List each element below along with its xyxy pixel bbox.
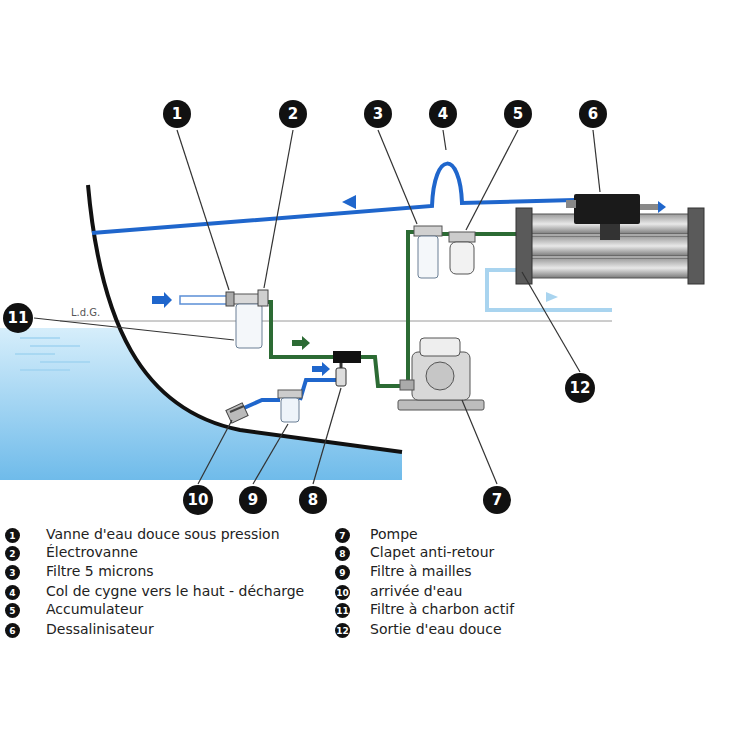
waterline bbox=[60, 321, 612, 322]
flow-arrow bbox=[546, 292, 558, 302]
callout-text: 9 bbox=[248, 491, 258, 509]
callout-text: 4 bbox=[438, 105, 448, 123]
callout-number: 3 bbox=[364, 100, 392, 128]
micron-filter bbox=[414, 226, 442, 278]
feed-pipe bbox=[266, 302, 335, 357]
hull bbox=[88, 185, 402, 452]
legend-bullet: 3 bbox=[5, 565, 20, 580]
legend-bullet: 9 bbox=[335, 565, 350, 580]
flow-arrow bbox=[292, 336, 310, 350]
legend-bullet: 1 bbox=[5, 528, 20, 543]
flow-arrow bbox=[312, 362, 330, 376]
flow-arrow bbox=[152, 292, 172, 308]
callout-text: 8 bbox=[308, 491, 318, 509]
accumulator bbox=[449, 232, 475, 274]
intake-pipe bbox=[244, 400, 280, 408]
callout-text: 5 bbox=[513, 105, 523, 123]
legend-bullet: 8 bbox=[335, 546, 350, 561]
legend-number: 8 bbox=[339, 549, 345, 559]
callout-number: 5 bbox=[504, 100, 532, 128]
legend-number: 7 bbox=[339, 531, 345, 541]
legend-text: Filtre 5 microns bbox=[46, 563, 154, 579]
callout-text: 7 bbox=[492, 491, 502, 509]
callout-number: 11 bbox=[3, 303, 34, 334]
callout-number: 8 bbox=[299, 486, 327, 514]
intake-pipe bbox=[300, 380, 336, 400]
legend-text: Sortie d'eau douce bbox=[370, 621, 502, 637]
callout-number: 1 bbox=[163, 100, 191, 128]
legend-bullet: 2 bbox=[5, 546, 20, 561]
callout-number: 9 bbox=[239, 486, 267, 514]
legend-text: arrivée d'eau bbox=[370, 583, 463, 599]
legend-text: Électrovanne bbox=[46, 544, 138, 560]
legend-number: 5 bbox=[9, 606, 15, 616]
legend-bullet: 12 bbox=[335, 623, 350, 638]
legend-bullet: 6 bbox=[5, 623, 20, 638]
flow-arrow bbox=[342, 195, 356, 209]
callout-number: 10 bbox=[183, 485, 214, 516]
legend-bullet: 10 bbox=[335, 585, 350, 600]
callout-text: 12 bbox=[570, 379, 591, 397]
callout-text: 2 bbox=[288, 105, 298, 123]
callout-text: 11 bbox=[8, 309, 29, 327]
legend-bullet: 5 bbox=[5, 603, 20, 618]
mesh-filter bbox=[278, 390, 302, 422]
callout-text: 10 bbox=[188, 491, 209, 509]
callout-number: 12 bbox=[565, 373, 596, 404]
legend-text: Vanne d'eau douce sous pression bbox=[46, 526, 280, 542]
legend-text: Accumulateur bbox=[46, 601, 143, 617]
seacock bbox=[226, 403, 248, 423]
legend-number: 2 bbox=[9, 549, 15, 559]
legend-text: Pompe bbox=[370, 526, 418, 542]
water-ripples bbox=[15, 338, 90, 370]
feed-pipe bbox=[360, 357, 402, 386]
callout-text: 6 bbox=[588, 105, 598, 123]
legend-text: Dessalinisateur bbox=[46, 621, 154, 637]
waterline-label: L.d.G. bbox=[70, 307, 101, 318]
legend-bullet: 4 bbox=[5, 585, 20, 600]
desalinator bbox=[516, 194, 704, 284]
legend-text: Clapet anti-retour bbox=[370, 544, 494, 560]
fresh-water-inlet bbox=[180, 296, 232, 304]
legend-number: 3 bbox=[9, 568, 15, 578]
pump bbox=[398, 338, 484, 410]
callout-number: 2 bbox=[279, 100, 307, 128]
legend-number: 4 bbox=[9, 588, 15, 598]
legend-bullet: 7 bbox=[335, 528, 350, 543]
legend-number: 12 bbox=[336, 626, 349, 636]
legend-number: 9 bbox=[339, 568, 345, 578]
legend-number: 6 bbox=[9, 626, 15, 636]
callout-number: 7 bbox=[483, 486, 511, 514]
callout-number: 6 bbox=[579, 100, 607, 128]
legend-text: Filtre à charbon actif bbox=[370, 601, 514, 617]
legend-number: 10 bbox=[336, 588, 349, 598]
callout-text: 1 bbox=[172, 105, 182, 123]
legend-text: Filtre à mailles bbox=[370, 563, 472, 579]
legend-bullet: 11 bbox=[335, 603, 350, 618]
callout-text: 3 bbox=[373, 105, 383, 123]
leader-lines bbox=[34, 130, 600, 484]
legend-number: 1 bbox=[9, 531, 15, 541]
callout-number: 4 bbox=[429, 100, 457, 128]
check-valve bbox=[333, 351, 361, 386]
legend-text: Col de cygne vers le haut - décharge bbox=[46, 583, 304, 599]
product-pipe bbox=[92, 164, 575, 233]
legend-number: 11 bbox=[336, 606, 349, 616]
